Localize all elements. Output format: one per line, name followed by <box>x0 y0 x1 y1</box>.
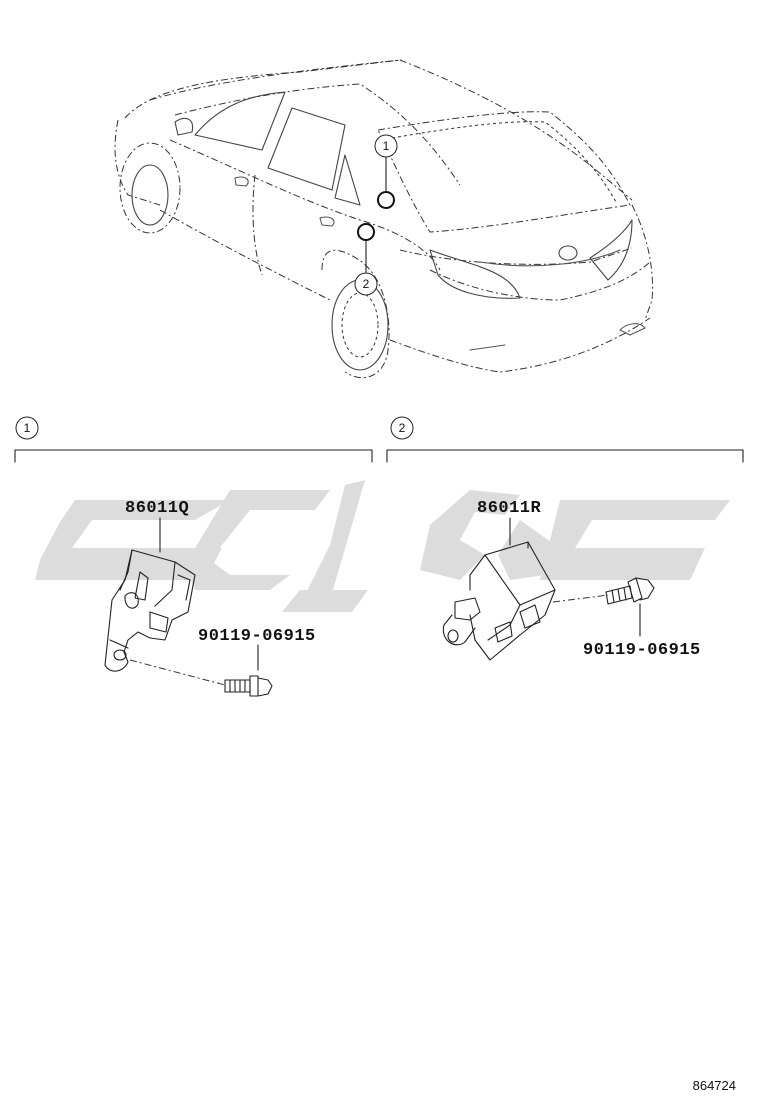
car-illustration <box>114 59 654 379</box>
part-number-86011r: 86011R <box>477 499 542 518</box>
section-1-bracket <box>14 449 373 463</box>
part-number-86011q: 86011Q <box>125 499 189 518</box>
callout-1-locator: 1 <box>374 134 398 209</box>
callout-1-label: 1 <box>383 139 390 153</box>
part-86011r-drawing <box>442 541 556 661</box>
bolt-90119-06915-a <box>224 675 273 697</box>
section-1: 1 86011Q 90119-06915 <box>14 416 373 697</box>
bolt-90119-06915-b <box>605 577 655 605</box>
section-2: 2 86011R 90119-06915 <box>386 416 744 661</box>
bolt-number-section-2: 90119-06915 <box>583 641 701 660</box>
callout-2-locator: 2 <box>354 223 378 296</box>
reference-number: 864724 <box>693 1078 736 1093</box>
section-2-label: 2 <box>399 421 406 435</box>
watermark-logo <box>35 480 730 612</box>
section-1-label: 1 <box>24 421 31 435</box>
callout-2-label: 2 <box>363 277 370 291</box>
bolt-number-section-1: 90119-06915 <box>198 627 316 646</box>
part-86011q-drawing <box>104 549 196 672</box>
section-2-bracket <box>386 449 744 463</box>
